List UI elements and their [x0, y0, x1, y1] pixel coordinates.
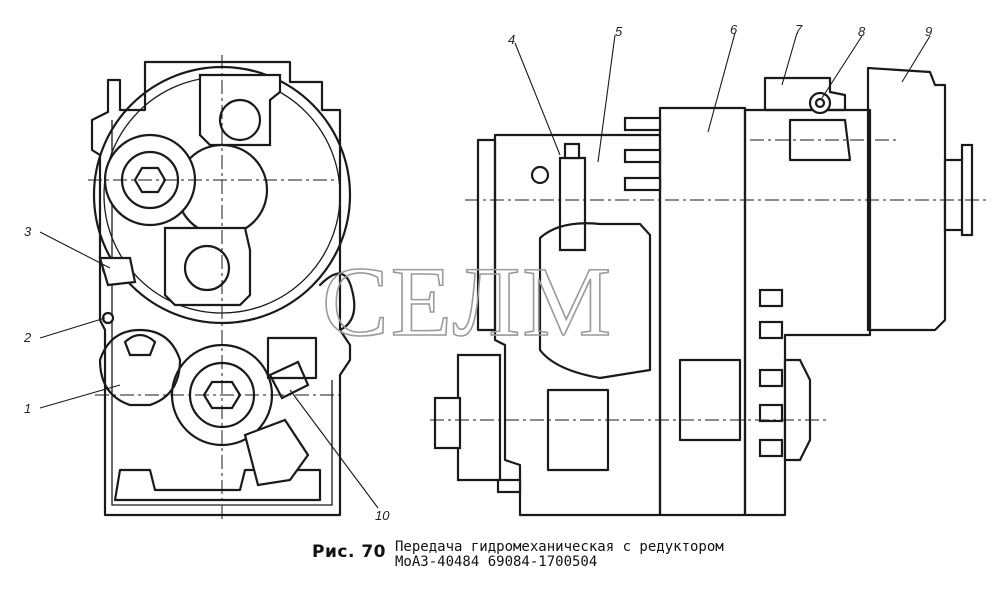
callout-4: 4 — [508, 32, 515, 47]
mount-bracket — [788, 118, 852, 162]
callout-6: 6 — [730, 22, 738, 37]
output-flange-disc — [960, 143, 974, 237]
pump-boss — [123, 333, 157, 357]
callout-leaders — [39, 32, 931, 509]
rib-stack — [758, 288, 784, 458]
watermark: СЕЛМ — [322, 246, 613, 357]
mid-panel — [678, 358, 742, 442]
callout-9: 9 — [925, 24, 932, 39]
callout-7: 7 — [795, 22, 803, 37]
fitting-3-body — [98, 256, 137, 287]
side-body-right — [743, 108, 872, 517]
side-body-mid — [658, 106, 747, 517]
sensor-block — [243, 418, 310, 487]
reducer-housing — [866, 66, 947, 332]
fitting-2 — [101, 311, 115, 325]
upper-shaft — [218, 98, 262, 142]
side-view — [430, 66, 990, 517]
lifting-eye — [808, 91, 832, 115]
bolt-c — [623, 176, 662, 192]
callout-3: 3 — [24, 224, 32, 239]
top-cover — [763, 76, 847, 112]
side-lower-pulley — [456, 353, 502, 482]
front-flange-contour — [318, 272, 356, 332]
bolt-a — [623, 116, 662, 132]
figure-caption-line1: Передача гидромеханическая с редуктором — [395, 539, 724, 555]
lower-panel — [546, 388, 610, 472]
side-output-flange — [783, 358, 812, 462]
figure-label: Рис. 70 — [312, 542, 386, 562]
output-flange-hub — [943, 158, 965, 232]
callout-1: 1 — [24, 401, 31, 416]
front-view — [88, 55, 356, 520]
lower-shaft — [183, 244, 231, 292]
front-lower-rib — [113, 468, 322, 502]
service-panel — [266, 336, 318, 380]
breather-eye — [530, 165, 550, 185]
breather — [558, 156, 587, 252]
bolt-b — [623, 148, 662, 164]
bottom-bolt — [496, 478, 522, 494]
figure-caption-line2: МоАЗ-40484 69084-1700504 — [395, 554, 598, 570]
side-lower-drum — [538, 222, 652, 380]
pump-housing — [98, 328, 182, 407]
breather-cap — [563, 142, 581, 160]
sensor-connector — [268, 360, 310, 400]
callout-2: 2 — [23, 330, 32, 345]
callout-8: 8 — [858, 24, 866, 39]
side-lower-cap — [433, 396, 462, 450]
callout-10: 10 — [375, 508, 390, 523]
callout-5: 5 — [615, 24, 623, 39]
lifting-eye-hole — [814, 97, 826, 109]
